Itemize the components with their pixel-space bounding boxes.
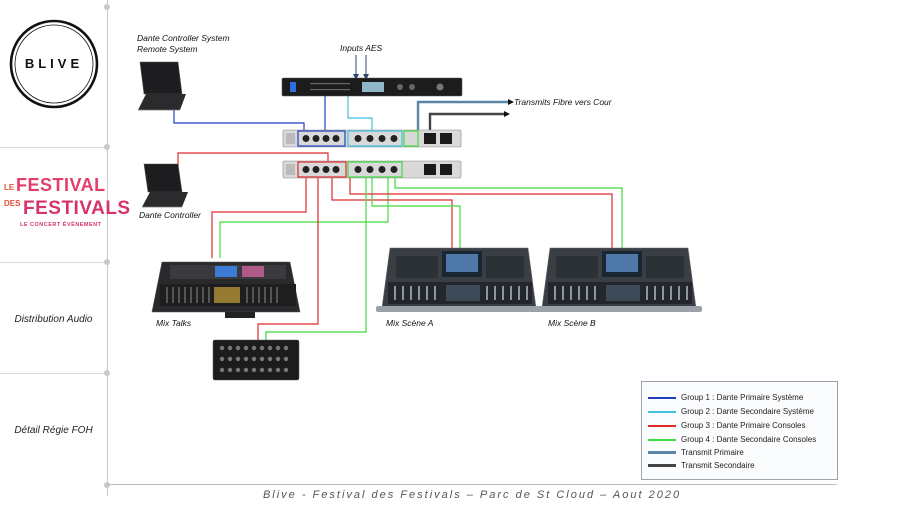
footer-text: Blive - Festival des Festivals – Parc de… bbox=[262, 489, 682, 501]
legend-label: Group 2 : Dante Secondaire Système bbox=[681, 407, 814, 416]
section-label-distribution: Distribution Audio bbox=[14, 314, 93, 325]
label-mix-scene-b: Mix Scène B bbox=[548, 318, 596, 328]
label-remote-system: Dante Controller System Remote System bbox=[137, 33, 230, 54]
mix-talks-console bbox=[151, 261, 301, 318]
cable-group4 bbox=[265, 176, 367, 340]
festival-logo-le: LE bbox=[4, 183, 15, 192]
cable-transmit-secondaire bbox=[428, 112, 504, 136]
arrow-inputs-aes bbox=[353, 74, 359, 80]
sidebar-separator bbox=[0, 262, 107, 263]
cable-group3 bbox=[177, 152, 329, 172]
sidebar-marker bbox=[104, 482, 110, 488]
arrow-transmit bbox=[504, 111, 510, 117]
sidebar-separator bbox=[0, 373, 107, 374]
dante-controller-laptop bbox=[142, 163, 188, 208]
cable-group3 bbox=[211, 176, 307, 258]
sidebar-marker bbox=[104, 144, 110, 150]
legend-swatch bbox=[648, 397, 676, 399]
label-dante-controller: Dante Controller bbox=[139, 210, 201, 220]
network-switch-2 bbox=[282, 160, 462, 179]
blive-logo: BLIVE bbox=[8, 18, 100, 110]
cable-group4 bbox=[371, 176, 461, 248]
cable-group4 bbox=[394, 176, 623, 248]
cable-transmit-primaire bbox=[416, 100, 508, 136]
footer-divider bbox=[107, 484, 837, 485]
sidebar-marker bbox=[104, 259, 110, 265]
legend-swatch bbox=[648, 411, 676, 413]
label-mix-scene-a: Mix Scène A bbox=[386, 318, 434, 328]
label-transmits-fibre: Transmits Fibre vers Cour bbox=[514, 97, 612, 107]
festival-logo: LE FESTIVAL DES FESTIVALS LE CONCERT ÉVÉ… bbox=[2, 175, 131, 234]
cable-group3 bbox=[349, 176, 613, 248]
label-inputs-aes: Inputs AES bbox=[340, 43, 383, 53]
legend: Group 1 : Dante Primaire Système Group 2… bbox=[641, 381, 838, 480]
cable-group3 bbox=[257, 176, 319, 340]
legend-label: Transmit Secondaire bbox=[681, 461, 755, 470]
legend-label: Group 4 : Dante Secondaire Consoles bbox=[681, 435, 817, 444]
festival-logo-tagline: LE CONCERT ÉVÉNEMENT bbox=[20, 222, 102, 228]
aes-processor-unit bbox=[281, 77, 463, 97]
sidebar-separator bbox=[0, 147, 107, 148]
cable-group4 bbox=[219, 176, 389, 258]
legend-label: Transmit Primaire bbox=[681, 448, 744, 457]
festival-logo-des: DES bbox=[4, 199, 21, 208]
cable-group3 bbox=[331, 176, 453, 248]
cable-group2 bbox=[347, 96, 373, 135]
legend-swatch bbox=[648, 464, 676, 467]
festival-logo-festivals: FESTIVALS bbox=[23, 198, 131, 219]
arrow-inputs-aes bbox=[363, 74, 369, 80]
legend-swatch bbox=[648, 425, 676, 427]
remote-laptop bbox=[138, 61, 186, 111]
mix-scene-b-console bbox=[536, 247, 702, 312]
legend-swatch bbox=[648, 439, 676, 441]
legend-label: Group 3 : Dante Primaire Consoles bbox=[681, 421, 806, 430]
stage-box bbox=[212, 339, 300, 381]
festival-logo-festival: FESTIVAL bbox=[16, 175, 106, 195]
sidebar-marker bbox=[104, 4, 110, 10]
legend-swatch bbox=[648, 451, 676, 454]
sidebar-marker bbox=[104, 370, 110, 376]
arrow-transmit bbox=[508, 99, 514, 105]
mix-scene-a-console bbox=[376, 247, 542, 312]
label-mix-talks: Mix Talks bbox=[156, 318, 192, 328]
legend-label: Group 1 : Dante Primaire Système bbox=[681, 393, 804, 402]
sidebar-divider bbox=[107, 0, 108, 496]
section-label-foh: Détail Régie FOH bbox=[14, 425, 93, 436]
network-switch-1 bbox=[282, 129, 462, 148]
blive-logo-text: BLIVE bbox=[24, 56, 84, 71]
cable-group1 bbox=[173, 110, 305, 135]
